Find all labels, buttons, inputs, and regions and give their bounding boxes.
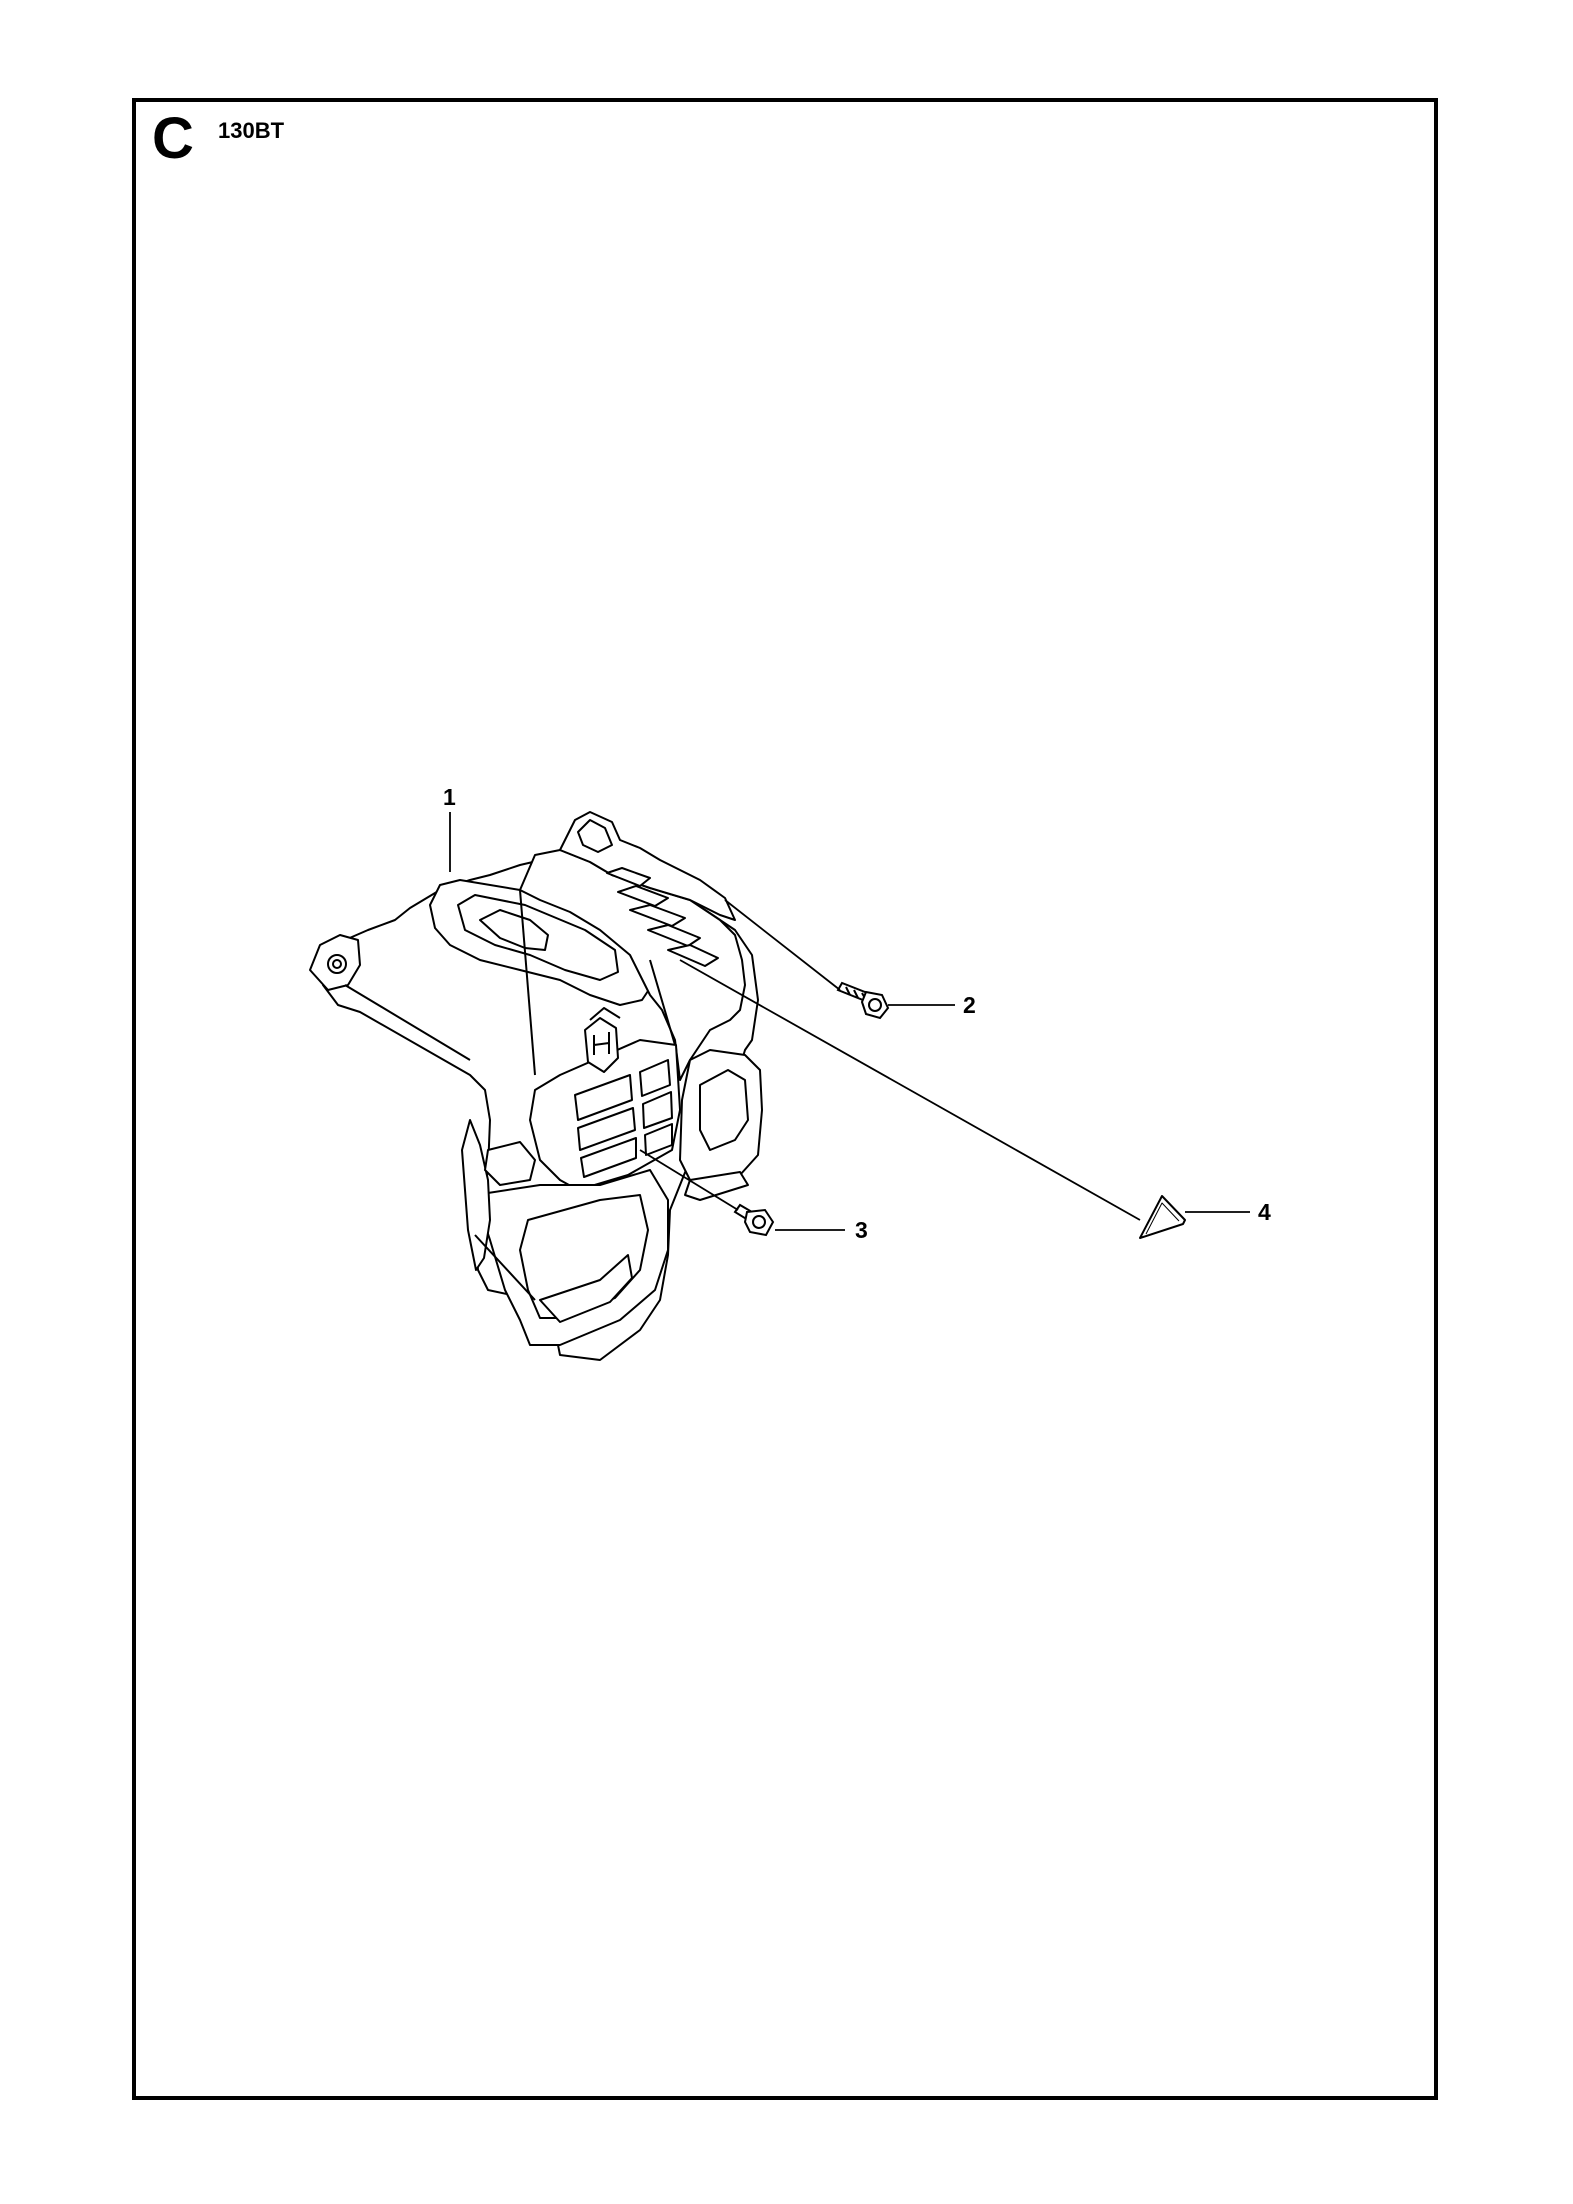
model-label: 130BT [218,118,285,143]
page-frame [132,98,1438,2100]
screw-short-part [733,1203,775,1237]
assembly-line-screw-short [639,1149,739,1211]
screw-long-part [836,981,890,1020]
leader-lines [449,812,1250,1231]
assembly-line-decal [679,959,1141,1221]
callout-4: 4 [1258,1199,1271,1225]
section-letter: C [152,106,194,171]
callout-3: 3 [855,1217,868,1243]
callout-1: 1 [443,784,456,810]
cover-part [309,811,763,1361]
callout-2: 2 [963,992,976,1018]
assembly-line-screw-long [724,899,841,991]
warning-decal-part [1139,1195,1186,1239]
